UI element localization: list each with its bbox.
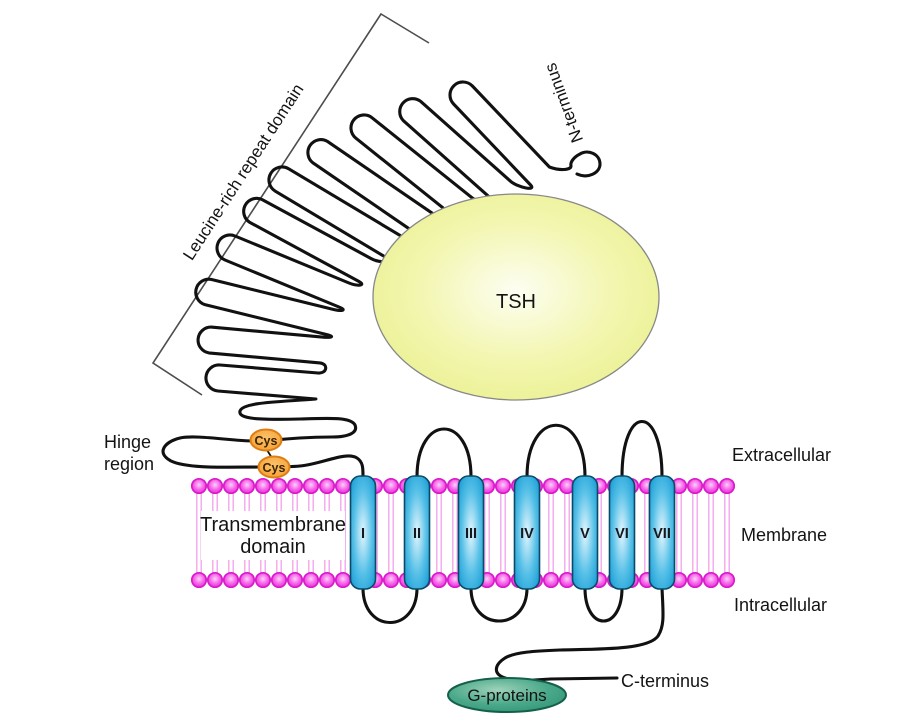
helix-I-label: I (361, 526, 365, 542)
membrane-label: Membrane (741, 525, 827, 545)
n-terminus-label: N-terminus (541, 61, 587, 146)
cys-residue-2 (257, 455, 291, 479)
helix-V: V (571, 475, 599, 590)
helix-VI-rect (608, 475, 636, 590)
helix-III-label: III (465, 526, 477, 542)
helix-IV-rect (513, 475, 541, 590)
helix-II: II (403, 475, 431, 590)
cys-2-label: Cys (263, 461, 286, 475)
transmembrane-label-line2: domain (240, 536, 306, 558)
cys-1-label: Cys (255, 434, 278, 448)
hinge-region-label-line2: region (104, 454, 154, 474)
tsh-label: TSH (496, 291, 536, 313)
g-proteins: G-proteins (447, 677, 567, 713)
hinge-region-label-line1: Hinge (104, 432, 151, 452)
receptor-chain-extracellular (161, 80, 602, 478)
c-terminus-label: C-terminus (621, 671, 709, 691)
helix-VI: VI (608, 475, 636, 590)
helix-connecting-loops (361, 420, 664, 624)
lrr-bracket (151, 12, 430, 396)
transmembrane-label-backing (201, 511, 345, 560)
helix-V-rect (571, 475, 599, 590)
helix-I: I (349, 475, 377, 590)
transmembrane-helices: I II III IV V VI VII (349, 475, 676, 590)
helix-V-label: V (580, 526, 590, 542)
cys-cys-bridge: Cys Cys (249, 428, 291, 479)
intracellular-label: Intracellular (734, 595, 827, 615)
helix-III-rect (457, 475, 485, 590)
helix-IV-label: IV (520, 526, 534, 542)
helix-III: III (457, 475, 485, 590)
helix-IV: IV (513, 475, 541, 590)
helix-VII: VII (648, 475, 676, 590)
helix-VII-label: VII (653, 526, 671, 542)
helix-II-rect (403, 475, 431, 590)
c-terminal-tail (494, 586, 665, 682)
lrr-domain-label: Leucine-rich repeat domain (179, 80, 307, 263)
extracellular-label: Extracellular (732, 445, 831, 465)
cys-residue-1 (249, 428, 283, 452)
g-proteins-ellipse (447, 677, 567, 713)
helix-VII-rect (648, 475, 676, 590)
g-proteins-label: G-proteins (467, 686, 546, 705)
transmembrane-label-line1: Transmembrane (200, 514, 346, 536)
tsh-ligand-ellipse (372, 193, 660, 401)
helix-I-rect (349, 475, 377, 590)
helix-II-label: II (413, 526, 421, 542)
helix-VI-label: VI (615, 526, 629, 542)
